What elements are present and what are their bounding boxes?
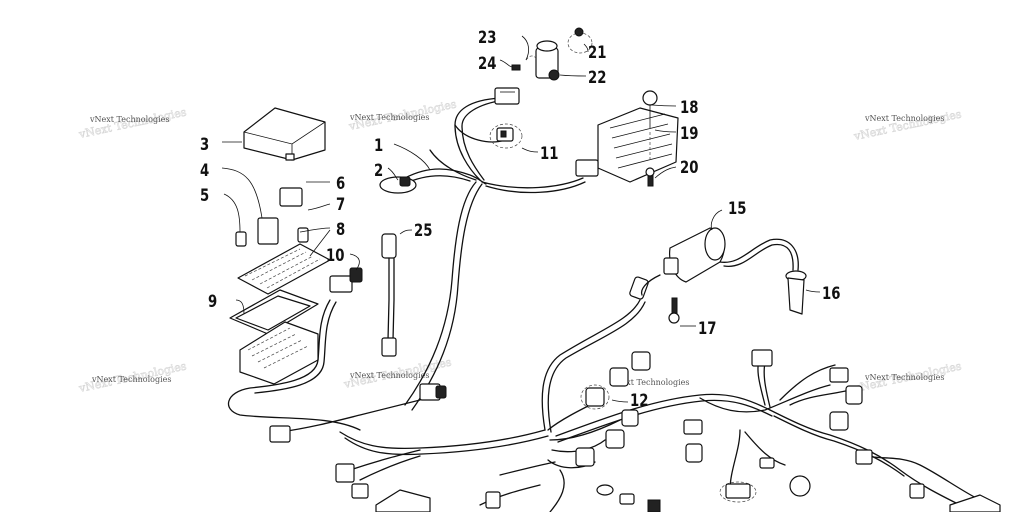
- callout-22: 22: [588, 67, 606, 87]
- callout-3: 3: [200, 134, 209, 154]
- callout-6: 6: [336, 173, 345, 193]
- part-10-connector: [329, 267, 363, 293]
- callout-2: 2: [374, 160, 383, 180]
- right-harness: [683, 349, 1001, 512]
- watermark-text: vNext Technologies: [91, 375, 171, 384]
- parts-4-8-relays-fuses: [235, 187, 331, 295]
- part-3-fusebox-cover: [243, 107, 326, 161]
- callout-10: 10: [326, 245, 344, 265]
- callout-25: 25: [414, 220, 432, 240]
- lower-left-harness: [228, 299, 549, 512]
- parts-15-17: [640, 227, 807, 324]
- callout-labels: 3 4 5 6 7 8 9 10 1 2 25 11 23 24 21 22 1…: [200, 27, 840, 410]
- callout-9: 9: [208, 291, 217, 311]
- callout-16: 16: [822, 283, 840, 303]
- part-11-connector: [489, 123, 523, 149]
- callout-4: 4: [200, 160, 209, 180]
- part-9-fuse-base: [229, 289, 319, 385]
- parts-18-20-regulator: [575, 90, 679, 187]
- callout-18: 18: [680, 97, 698, 117]
- callout-19: 19: [680, 123, 698, 143]
- watermark-ghost: vNext Technologies: [852, 107, 963, 143]
- parts-21-24-bracket: [511, 27, 593, 81]
- callout-24: 24: [478, 53, 496, 73]
- callout-11: 11: [540, 143, 558, 163]
- leader-lines: [221, 43, 821, 403]
- callout-20: 20: [680, 157, 698, 177]
- callout-7: 7: [336, 194, 345, 214]
- watermark-text: vNext Technologies: [349, 371, 429, 380]
- watermark-text: vNext Technologies: [349, 113, 429, 122]
- part-25-sensor: [381, 233, 397, 357]
- callout-23: 23: [478, 27, 496, 47]
- callout-15: 15: [728, 198, 746, 218]
- callout-1: 1: [374, 135, 383, 155]
- part-2-clamp: [379, 176, 417, 194]
- callout-17: 17: [698, 318, 716, 338]
- watermark-text: vNext Technologies: [609, 378, 689, 387]
- watermark-text: vNext Technologies: [89, 115, 169, 124]
- middle-harness: [479, 276, 773, 512]
- harness-top-connector: [494, 87, 520, 105]
- watermark-text: vNext Technologies: [864, 114, 944, 123]
- watermark-text: vNext Technologies: [864, 373, 944, 382]
- callout-8: 8: [336, 219, 345, 239]
- callout-12: 12: [630, 390, 648, 410]
- callout-5: 5: [200, 185, 209, 205]
- callout-21: 21: [588, 42, 606, 62]
